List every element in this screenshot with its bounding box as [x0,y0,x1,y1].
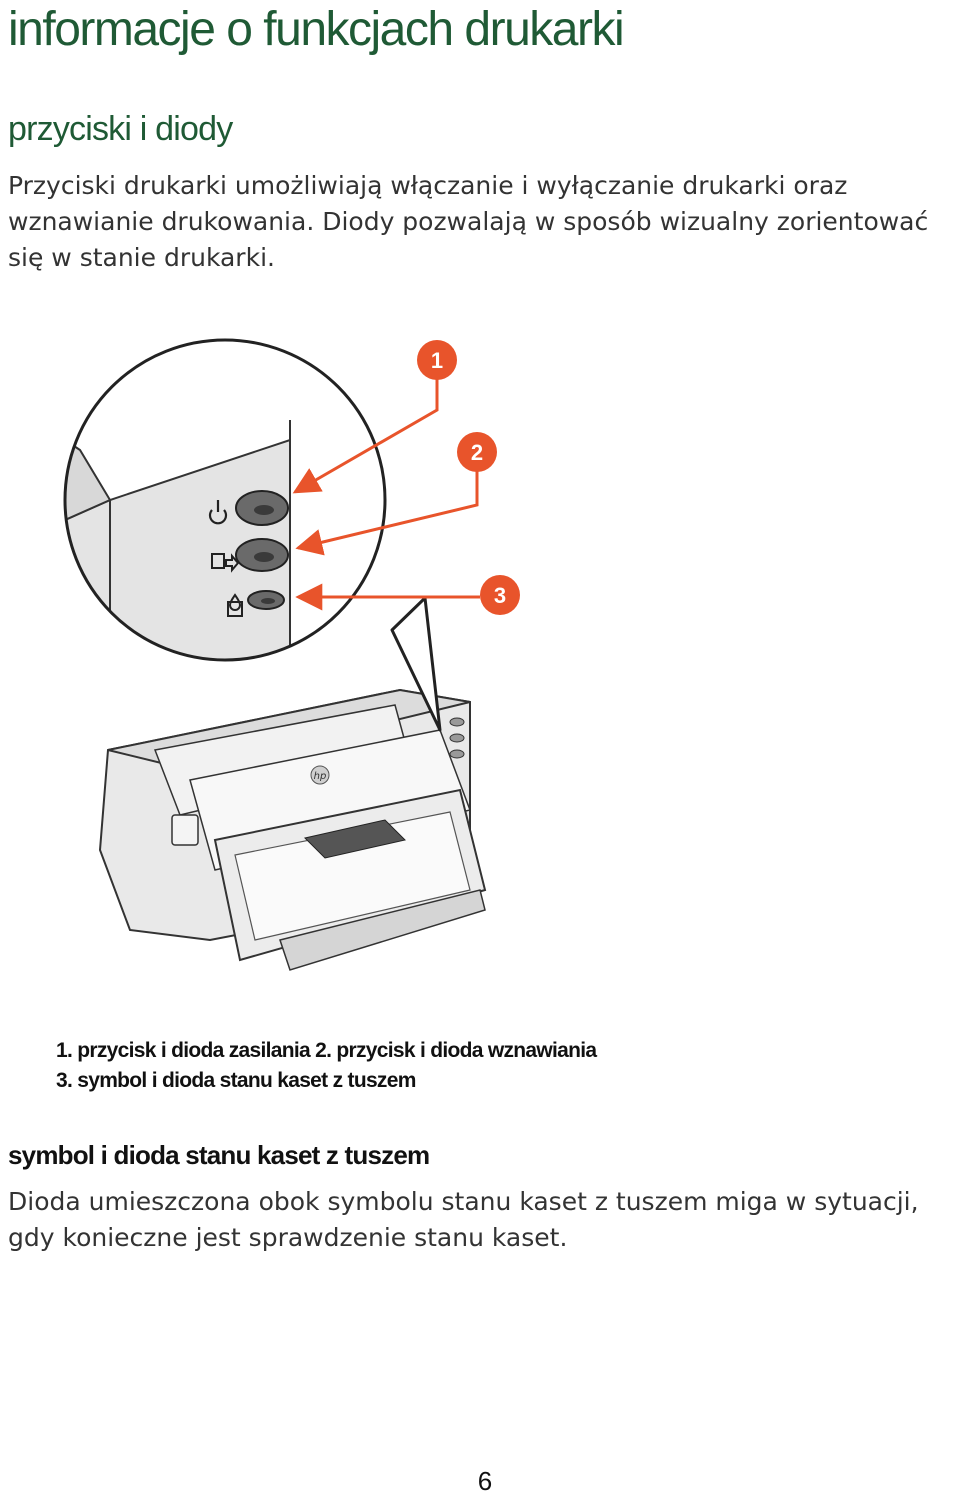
printer-body [98,688,487,971]
callout-2-label: 2 [471,440,483,465]
figure-caption: 1. przycisk i dioda zasilania 2. przycis… [56,1036,597,1096]
figure-caption-line-2: 3. symbol i dioda stanu kaset z tuszem [56,1069,416,1092]
power-icon [208,500,228,525]
callout-1: 1 [292,340,457,494]
magnifier-circle [63,338,387,662]
svg-text:hp: hp [314,771,327,782]
printer-illustration: hp [40,330,560,1020]
page-number: 6 [477,1466,493,1496]
section-title-buttons-leds: przyciski i diody [8,110,233,148]
ink-cartridge-led [247,590,285,610]
page-title: informacje o funkcjach drukarki [8,3,625,56]
callout-2: 2 [295,432,497,556]
callout-1-label: 1 [431,348,443,373]
section-title-ink-status: symbol i dioda stanu kaset z tuszem [8,1140,430,1170]
hp-logo: hp [310,765,330,785]
figure-caption-line-1: 1. przycisk i dioda zasilania 2. przycis… [56,1039,597,1062]
ink-cartridge-icon [227,593,243,617]
resume-icon [211,553,240,573]
magnifier-tail [390,596,442,732]
callout-3: 3 [295,575,520,615]
power-button-led [235,490,289,526]
ink-status-paragraph: Dioda umieszczona obok symbolu stanu kas… [8,1187,919,1252]
resume-button-led [235,538,289,572]
printer-diagram: hp [63,338,520,971]
intro-paragraph: Przyciski drukarki umożliwiają włączanie… [8,171,929,272]
callout-3-label: 3 [494,583,506,608]
